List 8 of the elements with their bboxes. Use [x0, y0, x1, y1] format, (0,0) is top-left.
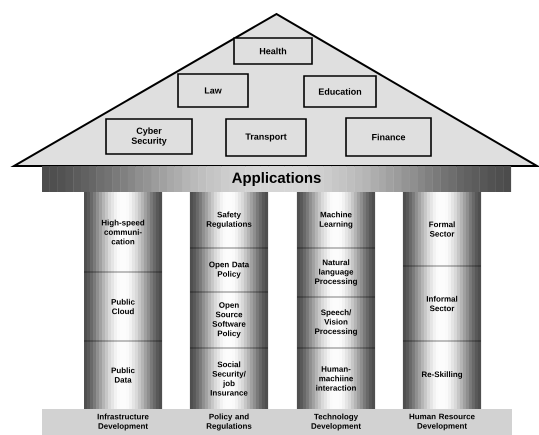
applications-beam: Applications — [42, 166, 512, 192]
application-box: Cyber Security — [105, 118, 193, 155]
node-label: Applications — [232, 172, 321, 186]
application-box: Education — [303, 75, 377, 108]
application-box: Health — [233, 37, 313, 65]
application-box: Finance — [345, 117, 432, 157]
application-box: Law — [177, 73, 249, 108]
application-box: Transport — [225, 118, 307, 157]
